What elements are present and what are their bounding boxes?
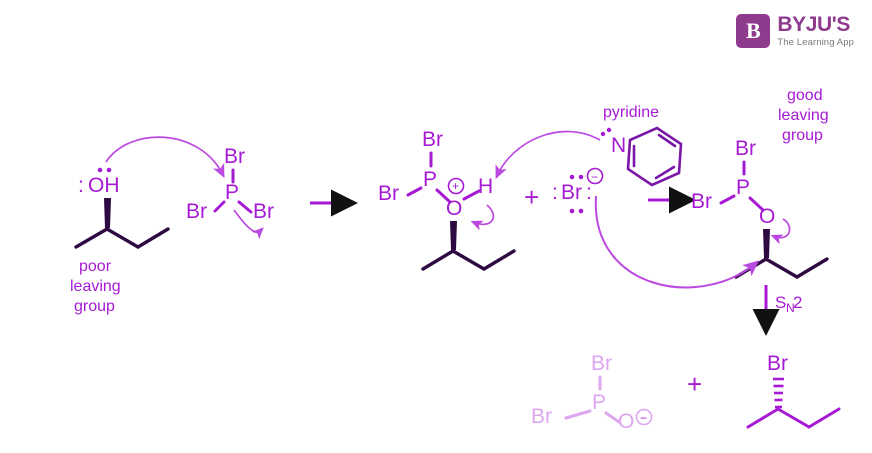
sn2-label-sub: N (786, 301, 795, 315)
curly-bromide-attack-icon (594, 195, 760, 289)
logo-mark-letter: B (746, 18, 761, 43)
species-reactant-alcohol: : OH poor leaving group (70, 167, 170, 315)
bond-c-ch2 (451, 249, 486, 271)
lone-pair-dot (97, 167, 103, 173)
species-byproduct-phosphite: Br P Br O − (531, 352, 653, 433)
glg-br-top: Br (735, 137, 756, 160)
bond-ch2-ch3 (795, 257, 829, 279)
glg-o-label: O (759, 205, 775, 228)
species-good-leaving-group: good leaving group Br P Br O (691, 87, 829, 279)
curly-oh-bond-icon (470, 204, 495, 231)
hydroxyl-label: OH (88, 174, 120, 197)
negative-charge-ring (635, 408, 653, 426)
pyridine-double-bond-3 (654, 165, 676, 180)
bond-c-ch2 (105, 227, 140, 249)
stereo-wedge-bond (104, 198, 111, 228)
lone-pair-dot (578, 174, 584, 180)
byproduct-p-label: P (592, 391, 606, 414)
species-bromide-ion: : Br : − (552, 167, 604, 214)
glg-p-label: P (736, 176, 750, 199)
interm-br-left: Br (378, 182, 399, 205)
bond-ch2-ch3 (807, 407, 841, 429)
bond-c-ch2 (776, 407, 811, 429)
curly-pyridine-to-h-icon (495, 130, 601, 180)
bond-o-h (462, 189, 481, 201)
bond-p-o (435, 188, 452, 204)
bond-p-br-right (237, 200, 253, 214)
pbr3-br-left: Br (186, 200, 207, 223)
lone-pair-dot (106, 167, 112, 173)
logo-brand-name: BYJU'S (777, 13, 851, 37)
negative-charge-ring (586, 167, 604, 185)
glg-br-left: Br (691, 190, 712, 213)
logo-text-block: BYJU'S The Learning App (777, 14, 854, 48)
lone-pair-dot (600, 131, 606, 137)
good-leaving-group-line3: group (782, 127, 823, 144)
good-leaving-group-line2: leaving (778, 107, 829, 124)
species-intermediate-oxyphosphonium: Br P Br O + H (378, 128, 516, 271)
curly-oh-to-p-icon (105, 136, 225, 179)
plus-sign-1: + (524, 182, 539, 212)
sn2-label-main: S (775, 293, 786, 312)
pyridine-label: pyridine (603, 104, 659, 121)
byproduct-br-left: Br (531, 405, 552, 428)
pbr3-br-right: Br (253, 200, 274, 223)
bond-c-methyl (74, 227, 109, 249)
species-product-bromide: Br (746, 352, 841, 429)
interm-h-label: H (478, 175, 493, 198)
bromide-label: Br (561, 181, 582, 204)
bond-p-br-left (406, 186, 423, 197)
poor-leaving-group-line1: poor (79, 258, 112, 275)
phosphorus-label: P (225, 181, 239, 204)
interm-br-top: Br (422, 128, 443, 151)
poor-leaving-group-line3: group (74, 298, 115, 315)
lone-pair-dot (569, 174, 575, 180)
stereo-wedge-bond (450, 221, 457, 250)
positive-charge-ring (447, 177, 465, 195)
bond-p-br-left (719, 194, 736, 205)
negative-charge-symbol: − (640, 411, 647, 425)
bond-p-br-left (564, 409, 592, 420)
interm-p-label: P (423, 168, 437, 191)
plus-sign-2: + (687, 369, 702, 399)
byproduct-o-label: O (618, 410, 634, 433)
bond-p-o (748, 196, 765, 212)
bromide-colon-left: : (552, 181, 558, 204)
stereo-wedge-bond (763, 229, 770, 258)
curly-p-br-leave-icon (233, 209, 264, 240)
poor-leaving-group-line2: leaving (70, 278, 121, 295)
logo-tagline: The Learning App (777, 37, 854, 49)
bond-ch2-ch3 (136, 227, 170, 249)
product-br-label: Br (767, 352, 788, 375)
sn2-label-num: 2 (793, 293, 802, 312)
bond-ch2-ch3 (482, 249, 516, 271)
lone-pair-dot (578, 208, 584, 214)
oh-lone-pair-colon: : (78, 174, 84, 197)
byjus-logo-icon: B (736, 14, 771, 48)
bond-p-br-left (213, 200, 226, 213)
lone-pair-dot (606, 127, 612, 133)
good-leaving-group-line1: good (787, 87, 823, 104)
bromide-colon-right: : (586, 181, 592, 204)
species-pyridine: pyridine N (600, 104, 683, 187)
bond-c-ch2 (764, 257, 799, 279)
bond-c-methyl (746, 407, 780, 429)
lone-pair-dot (569, 208, 575, 214)
positive-charge-symbol: + (452, 179, 459, 193)
pbr3-br-top: Br (224, 145, 245, 168)
interm-o-label: O (446, 197, 462, 220)
bond-c-methyl (421, 249, 455, 271)
pyridine-ring (626, 126, 683, 187)
species-reagent-pbr3: Br P Br Br (186, 145, 274, 223)
byproduct-br-top: Br (591, 352, 612, 375)
sn2-arrow: S N 2 (752, 285, 802, 336)
byjus-logo[interactable]: B BYJU'S The Learning App (736, 14, 854, 48)
negative-charge-symbol: − (591, 170, 598, 184)
bond-p-o (604, 411, 621, 424)
curly-co-break-icon (770, 218, 791, 245)
pyridine-n-label: N (611, 134, 626, 157)
pyridine-double-bond-2 (657, 133, 677, 148)
